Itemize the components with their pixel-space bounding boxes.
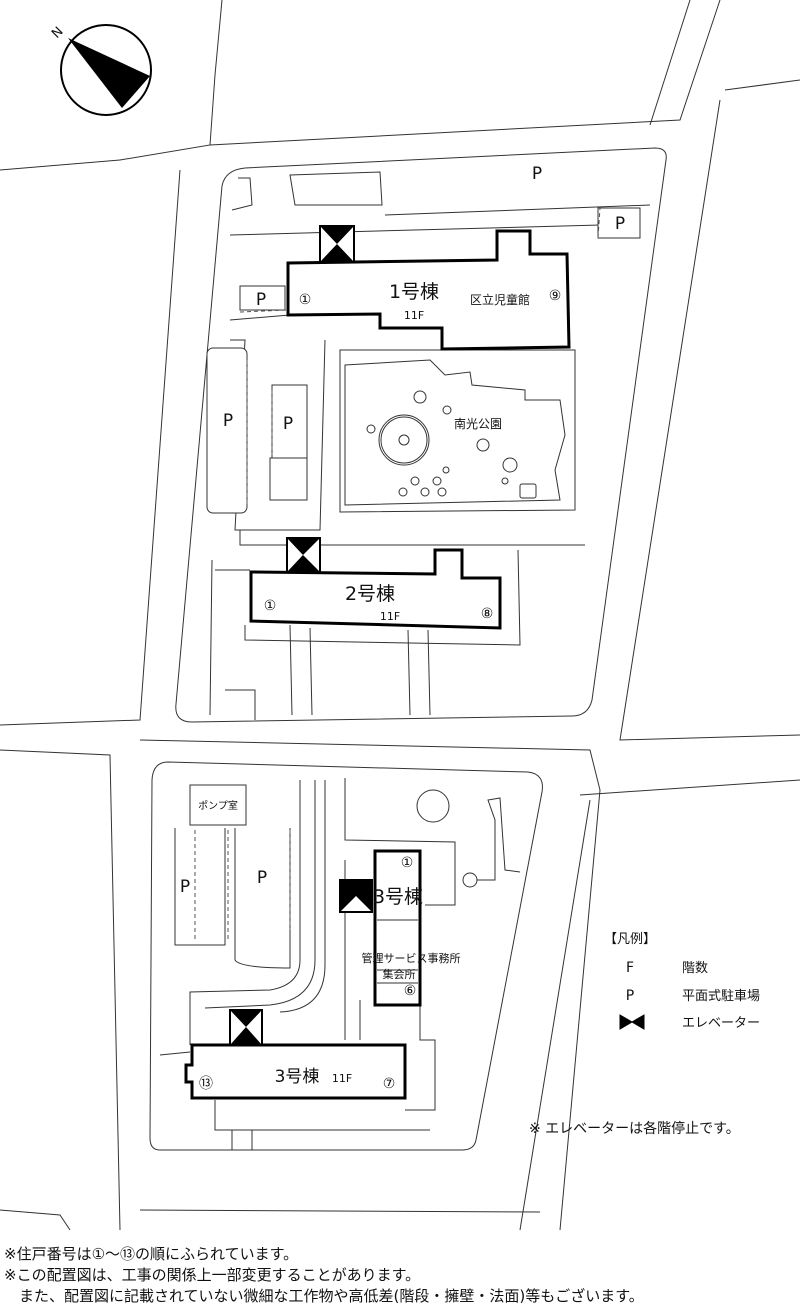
unit-number: ① [401,855,414,871]
unit-number: ⑧ [481,606,494,622]
park: 南光公園 [339,349,576,513]
parking-label: P [615,214,625,234]
note-line: また、配置図に記載されていない微細な工作物や高低差(階段・擁壁・法面)等もござい… [4,1287,644,1305]
pump-room-label: ポンプ室 [198,799,238,812]
parking-label: P [180,877,190,897]
parking-label: P [532,164,542,184]
unit-number: ⑨ [549,288,562,304]
parking-label: P [256,290,266,310]
parking-label: P [283,414,293,434]
building-1-name: 1号棟 [389,281,439,303]
legend-label: 階数 [682,961,708,976]
unit-number: ① [299,292,312,308]
legend: 【凡例】 F 階数 P 平面式駐車場 エレベーター [604,932,760,1031]
facility-label: 管理サービス事務所 [362,951,461,965]
building-3-south: 3号棟 11F ⑬ ⑦ [184,1009,407,1100]
building-2-floors: 11F [380,610,400,623]
legend-symbol: F [626,960,634,976]
south-block-outline [149,761,543,1151]
pump-room [189,784,247,826]
compass: N [49,24,152,116]
north-label: N [49,24,66,41]
elevator-note: ※ エレベーターは各階停止です。 [529,1120,740,1137]
legend-label: 平面式駐車場 [682,989,760,1004]
building-3-south-name: 3号棟 [275,1067,320,1087]
building-1-floors: 11F [404,309,424,322]
building-3-north: 3号棟 ① ⑥ 管理サービス事務所 集会所 [339,849,461,1007]
building-1: 1号棟 11F ① ⑨ 区立児童館 [286,225,571,351]
note-line: ※この配置図は、工事の関係上一部変更することがあります。 [4,1266,421,1284]
unit-number: ① [264,598,277,614]
facility-label: 区立児童館 [470,292,530,307]
north-arrow-icon [68,38,150,108]
building-2: 2号棟 11F ① ⑧ [249,537,502,630]
elevator-icon [619,1014,645,1030]
notes: ※住戸番号は①～⑬の順にふられています。 ※この配置図は、工事の関係上一部変更す… [4,1244,644,1307]
building-3-floors: 11F [332,1072,352,1085]
park-name: 南光公園 [454,416,502,431]
roads [0,0,800,1231]
facility-label: 集会所 [383,967,416,981]
parking-label: P [223,411,233,431]
legend-label: エレベーター [682,1016,760,1031]
unit-number: ⑥ [404,983,417,999]
north-block-outline [175,147,667,723]
legend-symbol: P [626,988,634,1004]
note-line: ※住戸番号は①～⑬の順にふられています。 [4,1245,299,1263]
building-3-name: 3号棟 [373,886,423,908]
unit-number: ⑬ [199,1076,213,1092]
building-2-name: 2号棟 [345,583,395,605]
parking-label: P [257,868,267,888]
parking-labels: P P P P P P P [180,164,625,897]
unit-number: ⑦ [383,1076,396,1092]
legend-title: 【凡例】 [604,932,656,947]
